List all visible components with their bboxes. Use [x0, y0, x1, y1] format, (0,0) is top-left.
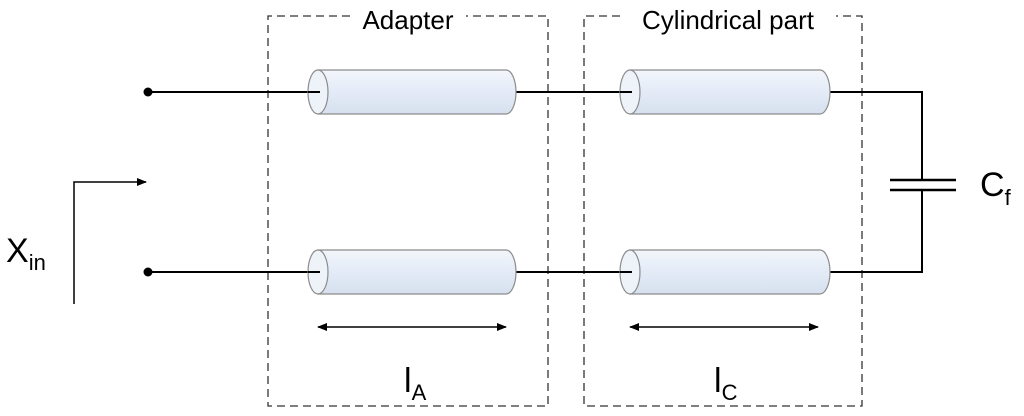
input-impedance-label: Xin	[6, 232, 46, 275]
cylindrical-length-label: lC	[714, 362, 738, 405]
input-impedance-arrow	[73, 178, 147, 304]
cylindrical-part-title: Cylindrical part	[642, 5, 815, 35]
adapter-title: Adapter	[362, 5, 453, 35]
top-wire	[148, 91, 923, 180]
capacitor-label: Cf	[980, 166, 1012, 210]
capacitor-symbol	[890, 178, 956, 192]
adapter-top-cylinder	[307, 69, 517, 115]
adapter-length-label: lA	[404, 362, 427, 405]
adapter-bottom-cylinder	[307, 249, 517, 295]
bottom-wire	[148, 190, 923, 273]
cylindrical-bottom-cylinder	[619, 249, 831, 295]
adapter-box	[267, 15, 549, 407]
bottom-terminal-dot	[143, 267, 153, 277]
cylindrical-top-cylinder	[619, 69, 831, 115]
top-terminal-dot	[143, 87, 153, 97]
cylindrical-part-box	[583, 15, 863, 407]
